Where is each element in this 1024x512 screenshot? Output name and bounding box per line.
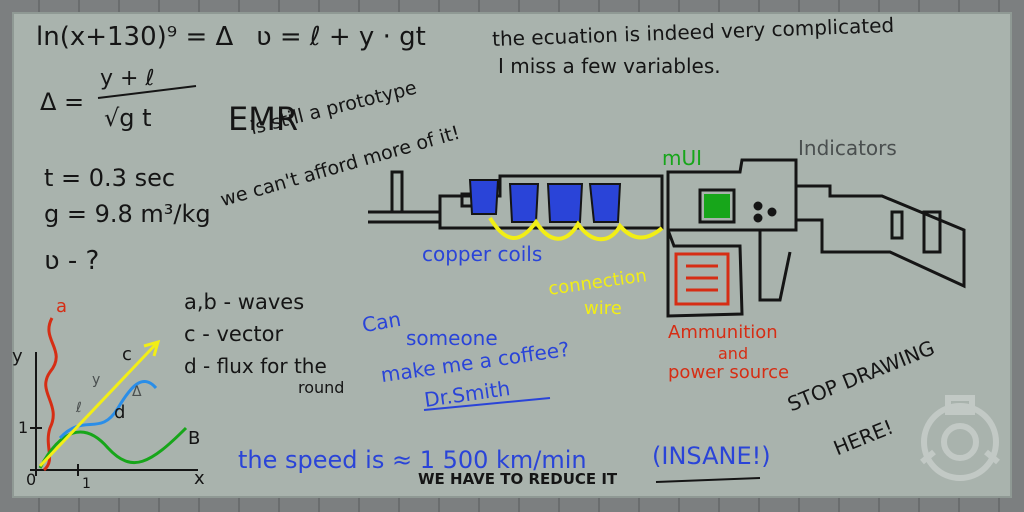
label-ammunition-and: and [718, 344, 749, 363]
equation-g: g = 9.8 m³/kg [44, 200, 211, 228]
legend-flux-cont: round [298, 378, 345, 397]
graph-label-b: B [188, 428, 201, 449]
graph-label-y: y [92, 372, 101, 388]
wave-b [38, 426, 188, 469]
graph-y-axis-label: y [12, 346, 23, 367]
legend-waves: a,b - waves [184, 290, 305, 314]
graph-label-c: c [122, 344, 132, 365]
label-copper-coils: copper coils [422, 242, 543, 266]
vector-c [38, 342, 158, 468]
wave-a [42, 317, 58, 472]
insane-underline [655, 477, 761, 483]
note-coffee-line2: someone [406, 326, 498, 350]
graph-y-tick-label: 1 [18, 418, 29, 437]
label-power-source: power source [668, 362, 790, 383]
copper-coils [468, 179, 622, 223]
mui-screen [704, 194, 730, 218]
equation-delta-numerator: y + ℓ [100, 66, 155, 91]
equation-v-question: ʋ - ? [44, 246, 100, 276]
label-connection-wire-2: wire [584, 298, 622, 319]
coil-1 [508, 183, 540, 223]
whiteboard-surface [12, 12, 1012, 498]
scp-logo-icon [920, 395, 1000, 481]
graph-label-a: a [56, 296, 68, 317]
note-insane: (INSANE!) [652, 442, 771, 470]
graph-origin-label: 0 [26, 470, 37, 489]
ammo-source [674, 252, 730, 306]
fraction-bar [97, 85, 197, 99]
equation-ln: ln(x+130)⁹ = Δ [36, 22, 234, 52]
coil-3 [588, 183, 622, 223]
legend-vector: c - vector [184, 322, 284, 346]
weapon-drawing [368, 158, 966, 318]
note-emr-title: EMR [228, 100, 299, 138]
graph-label-d: d [114, 402, 126, 423]
note-complicated-line2: I miss a few variables. [498, 54, 721, 78]
label-ammunition: Ammunition [668, 322, 778, 343]
equation-delta-lhs: Δ = [40, 88, 85, 116]
equation-t: t = 0.3 sec [44, 164, 176, 192]
label-indicators: Indicators [798, 136, 897, 160]
equation-v: ʋ = ℓ + y · gt [256, 22, 426, 52]
label-mui: mUI [662, 146, 703, 170]
coil-2 [546, 183, 584, 223]
graph-label-delta: Δ [132, 384, 142, 400]
signature-underline [423, 397, 551, 411]
graph-x-tick-label: 1 [82, 476, 91, 492]
legend-flux: d - flux for the [184, 354, 327, 378]
connection-wire [488, 216, 664, 242]
note-speed: the speed is ≈ 1 500 km/min [238, 446, 587, 474]
graph-label-l: ℓ [76, 400, 82, 416]
coil-4 [468, 179, 500, 215]
graph [30, 352, 198, 476]
graph-x-axis-label: x [194, 468, 205, 489]
vector-c-arrow [143, 339, 161, 357]
note-reduce: WE HAVE TO REDUCE IT [418, 470, 618, 488]
equation-delta-denominator: √g t [104, 104, 152, 132]
